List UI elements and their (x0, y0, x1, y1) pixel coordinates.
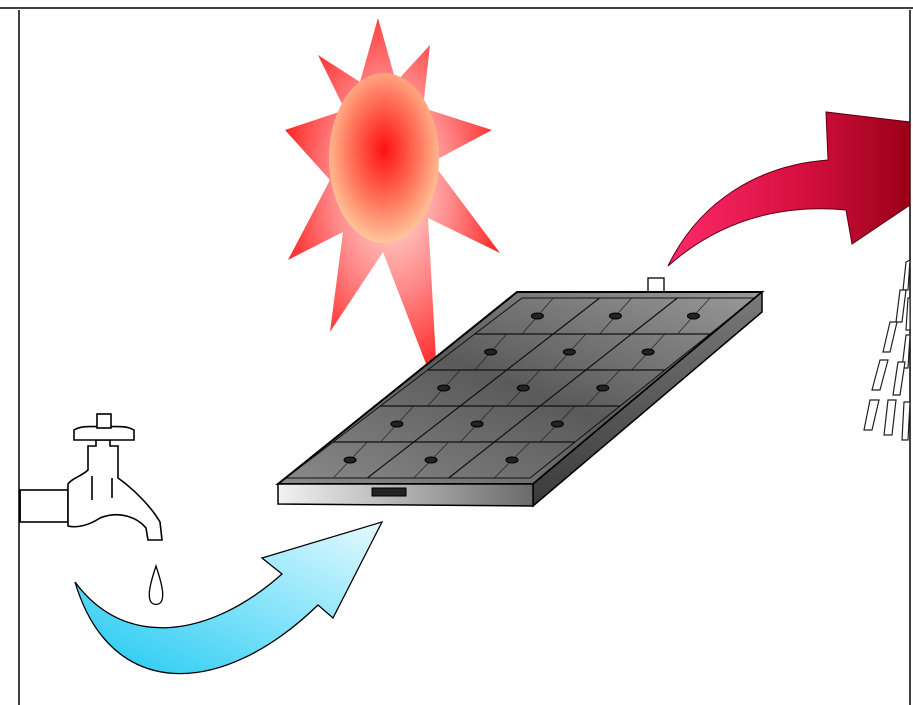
panel-cell-connector (596, 384, 610, 392)
faucet-icon (19, 413, 163, 541)
panel-cell-connector (516, 384, 530, 392)
panel-grid-line (366, 297, 601, 479)
panel-cell-connector (424, 456, 438, 464)
cold-water-inflow-arrow (74, 520, 384, 675)
sun-icon (285, 18, 500, 395)
panel-cell-connector (484, 348, 498, 356)
panel-cell-connector (550, 420, 564, 428)
panel-cell-connector (608, 312, 622, 320)
panel-cell-connector (343, 456, 357, 464)
panel-cell-connector (530, 312, 544, 320)
water-drop-icon (148, 563, 164, 606)
shower-spray-icon (863, 258, 911, 441)
panel-cell-connector (686, 312, 700, 320)
panel-cell-connector (505, 456, 519, 464)
solar-panel-cell-grid (332, 297, 711, 479)
panel-cell-connector (390, 420, 404, 428)
solar-panel-icon (275, 277, 765, 508)
panel-cell-connector (470, 420, 484, 428)
panel-cell-connector (562, 348, 576, 356)
panel-grid-line (448, 297, 678, 479)
panel-cell-connector (437, 384, 451, 392)
panel-cell-connector (641, 348, 655, 356)
hot-water-outflow-arrow (667, 111, 911, 267)
